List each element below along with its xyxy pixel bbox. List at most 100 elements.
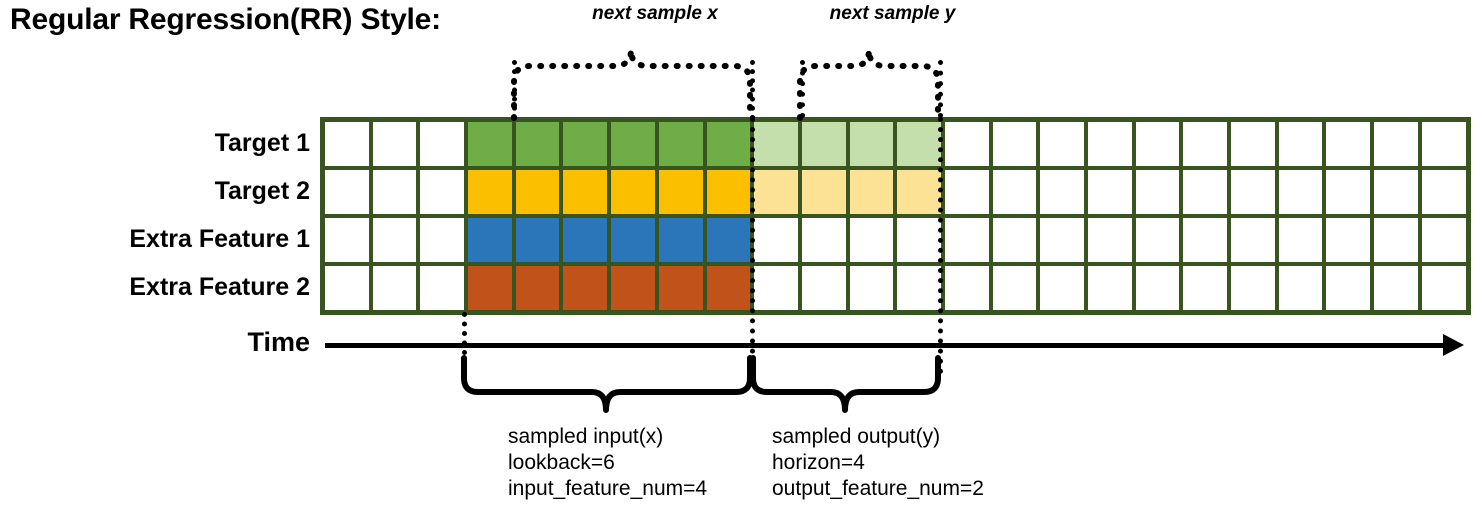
grid-cell-input [468,266,512,310]
timeseries-grid [320,117,1471,315]
grid-cell-blank [1135,266,1180,310]
grid-cell-blank [372,218,417,262]
annotation-sampled-output: sampled output(y) horizon=4 output_featu… [772,424,984,502]
row-label-target-1: Target 1 [214,129,310,157]
grid-cell-blank [1183,170,1228,214]
grid-cell-output [754,122,798,166]
grid-cell-blank [372,170,417,214]
guide-top-sample-x-end [750,60,755,120]
grid-cell-blank [1374,122,1418,166]
annotation-output-feature-num: output_feature_num=2 [772,477,984,500]
grid-cell-blank [801,266,846,310]
grid-cell-blank [944,122,989,166]
grid-cell-blank [1088,170,1132,214]
grid-cell-input [515,170,560,214]
grid-cell-output [801,122,846,166]
grid-cell-blank [1135,170,1180,214]
grid-cell-blank [1421,266,1466,310]
annotation-input-title: sampled input(x) [508,425,664,448]
grid-cell-blank [1374,266,1418,310]
grid-cell-blank [992,170,1037,214]
grid-cell-blank [849,266,894,310]
grid-cell-input [611,122,655,166]
grid-cell-blank [1278,266,1323,310]
grid-cell-blank [325,266,369,310]
grid-cell-blank [944,218,989,262]
grid-cell-blank [1088,218,1132,262]
grid-cell-blank [1040,122,1084,166]
grid-cell-blank [1231,170,1275,214]
annotation-output-horizon: horizon=4 [772,451,865,474]
grid-cell-blank [754,218,798,262]
grid-cell-input [706,266,751,310]
grid-cell-blank [992,218,1037,262]
grid-cell-blank [372,122,417,166]
grid-cell-output [801,170,846,214]
top-brace-next-sample-y [797,49,941,121]
grid-cell-output [897,122,941,166]
grid-cell-input [658,266,703,310]
row-label-extra-feature-2: Extra Feature 2 [129,273,310,301]
page-title: Regular Regression(RR) Style: [10,3,441,36]
grid-cell-blank [754,266,798,310]
grid-cell-blank [1135,122,1180,166]
grid-cell-input [515,122,560,166]
grid-cell-blank [1183,122,1228,166]
grid-cell-input [468,170,512,214]
grid-cell-input [563,122,608,166]
grid-cell-blank [897,266,941,310]
grid-cell-blank [992,122,1037,166]
grid-cell-blank [325,218,369,262]
grid-cell-blank [1088,122,1132,166]
grid-cell-input [658,170,703,214]
annotation-sampled-input: sampled input(x) lookback=6 input_featur… [508,424,707,502]
grid-cell-blank [1040,170,1084,214]
grid-cell-input [706,122,751,166]
grid-cell-blank [1421,170,1466,214]
grid-cell-blank [992,266,1037,310]
guide-top-sample-y-end [938,60,943,118]
grid-cell-blank [420,170,465,214]
grid-row [325,170,1466,214]
grid-cell-blank [944,266,989,310]
grid-cell-input [515,218,560,262]
row-label-extra-feature-1: Extra Feature 1 [129,225,310,253]
guide-input-end [750,117,755,374]
top-brace-next-sample-x [511,49,753,121]
next-sample-y-label: next sample y [829,3,956,24]
grid-cell-blank [1231,266,1275,310]
grid-cell-blank [1326,218,1371,262]
grid-cell-input [611,218,655,262]
grid-cell-input [611,266,655,310]
grid-cell-blank [1183,266,1228,310]
grid-cell-input [515,266,560,310]
grid-cell-blank [1040,266,1084,310]
guide-input-start [462,312,467,374]
grid-cell-input [563,266,608,310]
row-label-target-2: Target 2 [214,177,310,205]
grid-cell-blank [849,218,894,262]
grid-cell-output [754,170,798,214]
bottom-brace-sampled-input [461,355,753,413]
grid-cell-blank [325,122,369,166]
grid-row [325,122,1466,166]
grid-cell-blank [1231,218,1275,262]
grid-cell-blank [1374,170,1418,214]
bottom-brace-sampled-output [750,355,941,413]
time-axis-line [325,343,1445,348]
grid-row [325,266,1466,310]
grid-cell-blank [1278,218,1323,262]
grid-cell-output [897,170,941,214]
grid-cell-blank [801,218,846,262]
grid-cell-blank [1088,266,1132,310]
guide-output-end [938,117,943,374]
grid-cell-blank [1183,218,1228,262]
grid-cell-blank [420,266,465,310]
grid-cell-input [468,218,512,262]
grid-cell-blank [325,170,369,214]
grid-cell-input [611,170,655,214]
grid-cell-blank [1421,122,1466,166]
guide-top-sample-y-start [800,60,805,118]
grid-cell-input [706,170,751,214]
